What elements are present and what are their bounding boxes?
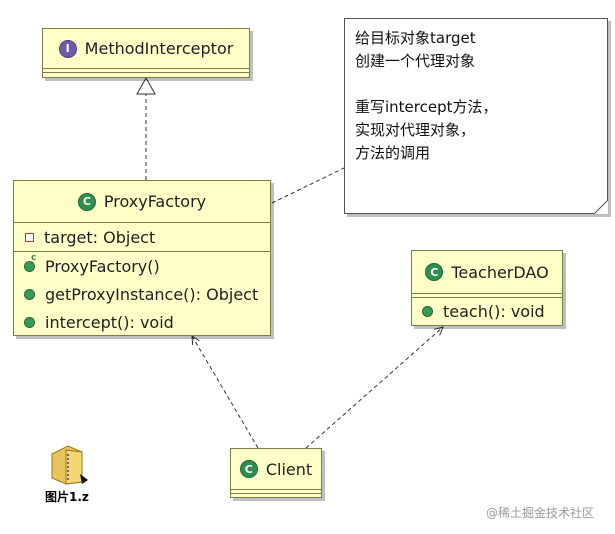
method-get-proxy-instance-label: getProxyInstance(): Object — [45, 284, 259, 304]
public-method-icon — [24, 316, 35, 328]
interface-icon: I — [58, 39, 77, 58]
class-icon: C — [77, 192, 96, 211]
method-constructor[interactable]: c ProxyFactory() — [14, 252, 270, 280]
method-teach-label: teach(): void — [443, 301, 545, 321]
field-target[interactable]: target: Object — [14, 223, 270, 251]
client-class[interactable]: C Client — [230, 448, 322, 498]
method-intercept-label: intercept(): void — [45, 312, 174, 332]
teacher-dao-header: C TeacherDAO — [412, 251, 562, 293]
note-anchor-line — [271, 167, 345, 204]
teacher-dao-class[interactable]: C TeacherDAO teach(): void — [411, 250, 563, 326]
method-interceptor-interface[interactable]: I MethodInterceptor — [42, 28, 250, 78]
realization-arrowhead — [136, 76, 156, 95]
dependency-client-proxyfactory — [192, 336, 259, 449]
public-method-icon — [422, 305, 433, 317]
constructor-marker-icon: c — [31, 253, 37, 263]
note-fold-corner-icon — [594, 200, 608, 214]
public-method-icon — [24, 260, 35, 272]
zip-folder-label: 图片1.z — [45, 490, 89, 504]
field-target-label: target: Object — [44, 227, 156, 247]
note-line: 创建一个代理对象 — [355, 52, 476, 70]
class-icon: C — [425, 263, 444, 281]
dependency-client-teacherdao — [305, 327, 443, 449]
method-get-proxy-instance[interactable]: getProxyInstance(): Object — [14, 280, 270, 308]
client-name: Client — [265, 459, 313, 479]
public-method-icon — [24, 288, 35, 300]
note-line: 方法的调用 — [355, 144, 431, 162]
method-interceptor-name: MethodInterceptor — [84, 39, 234, 58]
proxy-factory-header: C ProxyFactory — [14, 181, 270, 222]
client-header: C Client — [231, 449, 321, 489]
proxy-factory-name: ProxyFactory — [103, 192, 207, 211]
note-line — [355, 73, 597, 96]
private-field-icon — [25, 232, 34, 242]
note-line: 重写intercept方法， — [355, 98, 498, 116]
comment-note[interactable]: 给目标对象target 创建一个代理对象 重写intercept方法， 实现对代… — [344, 18, 608, 214]
method-interceptor-header: I MethodInterceptor — [43, 29, 249, 68]
proxy-factory-class[interactable]: C ProxyFactory target: Object c ProxyFac… — [13, 180, 271, 336]
teacher-dao-name: TeacherDAO — [451, 262, 549, 282]
note-line: 给目标对象target — [355, 29, 476, 47]
note-line: 实现对代理对象， — [355, 121, 476, 139]
class-icon: C — [239, 460, 258, 478]
method-intercept[interactable]: intercept(): void — [14, 308, 270, 336]
zip-folder-icon[interactable] — [48, 444, 88, 486]
watermark: @稀土掘金技术社区 — [486, 506, 595, 520]
method-constructor-label: ProxyFactory() — [45, 256, 160, 276]
method-teach[interactable]: teach(): void — [412, 298, 562, 324]
